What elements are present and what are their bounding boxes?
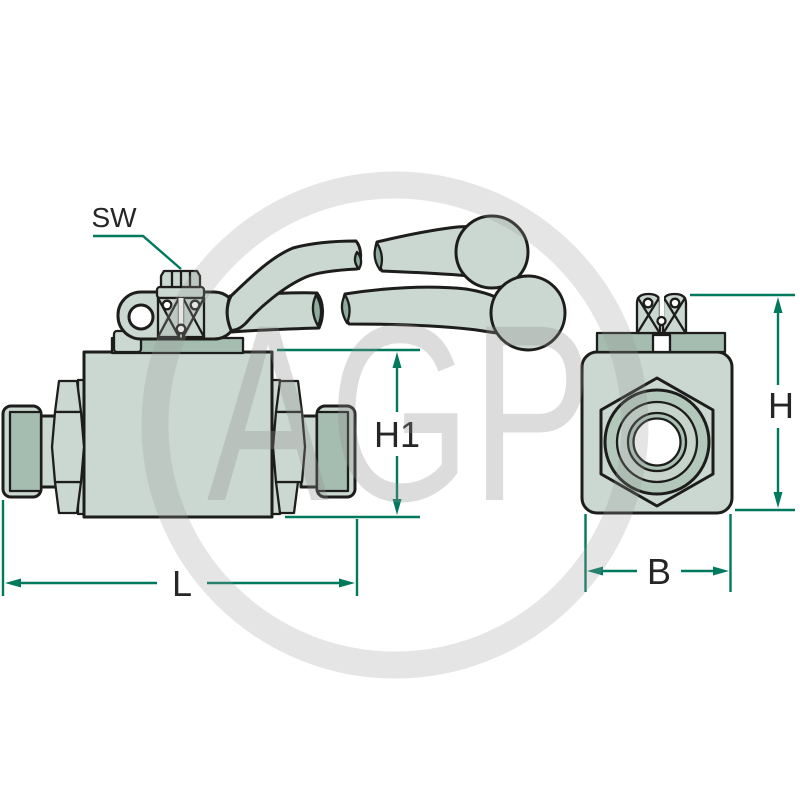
upper-arm-cut-face-1 [353, 250, 363, 271]
valve-body-side [82, 350, 274, 519]
front-view [580, 292, 734, 515]
h1-arrow-down [392, 499, 402, 515]
side-view [1, 214, 567, 519]
pin-hole [175, 323, 187, 335]
dim-h1: H1 [277, 348, 420, 519]
right-hex-facet-top [274, 379, 304, 414]
lower-arm-cut-face-2 [340, 293, 351, 325]
cross-brace-line [156, 296, 181, 339]
pivot-eye-hole [127, 303, 155, 331]
b-arrow-left [587, 566, 603, 576]
l-arrow-left [5, 578, 21, 588]
sw-leader-line [93, 234, 182, 270]
right-hex-nut [271, 379, 307, 515]
pin-hole [669, 297, 681, 309]
handle-ball-upper [454, 214, 530, 290]
handle-ball-lower [489, 274, 567, 352]
left-port-fitting [1, 404, 59, 499]
left-hex-facet-bottom [53, 480, 83, 515]
dim-sw: SW [91, 202, 182, 270]
h-arrow-down [773, 492, 783, 508]
pin-hole [189, 299, 201, 311]
b-label: B [647, 551, 671, 592]
stem-slot [178, 298, 184, 330]
stem-spring-blocks-front [635, 292, 688, 335]
dim-l: L [1, 500, 359, 604]
cross-brace-line [636, 296, 661, 334]
right-port-fitting [299, 404, 357, 499]
upper-arm-cut-face-2 [373, 241, 384, 272]
dimensions: SW H1 L [1, 202, 795, 604]
cross-brace-line [662, 296, 687, 334]
stem-spring-blocks-side [156, 296, 206, 339]
l-arrow-right [339, 578, 355, 588]
right-hex-facet-bottom [274, 480, 300, 515]
pin-hole [161, 299, 173, 311]
cross-brace-line [181, 296, 206, 339]
h-label: H [768, 385, 794, 426]
h1-arrow-up [392, 352, 402, 368]
sw-label: SW [91, 202, 137, 233]
dim-b: B [584, 514, 732, 592]
stem-collar [155, 285, 206, 300]
h-arrow-up [773, 297, 783, 313]
l-label: L [172, 563, 192, 604]
right-fitting-thread [315, 410, 350, 493]
lower-arm-cut-face-1 [311, 293, 323, 328]
left-fitting-thread [8, 410, 43, 493]
handle-upper-arm-seg1 [225, 239, 363, 332]
left-hex-facet-top [53, 379, 83, 414]
pin-hole [656, 315, 667, 327]
left-hex-facet-mid [50, 410, 86, 484]
dim-h: H [690, 293, 795, 512]
b-arrow-right [713, 566, 729, 576]
pin-hole [642, 297, 654, 309]
right-hex-facet-mid [271, 410, 307, 484]
h1-label: H1 [374, 414, 420, 455]
plate-notch [651, 333, 672, 354]
handle-lower-arm-seg2 [341, 285, 499, 335]
stem-slot [659, 294, 664, 318]
port-bore [632, 417, 682, 467]
left-hex-nut [50, 379, 86, 515]
